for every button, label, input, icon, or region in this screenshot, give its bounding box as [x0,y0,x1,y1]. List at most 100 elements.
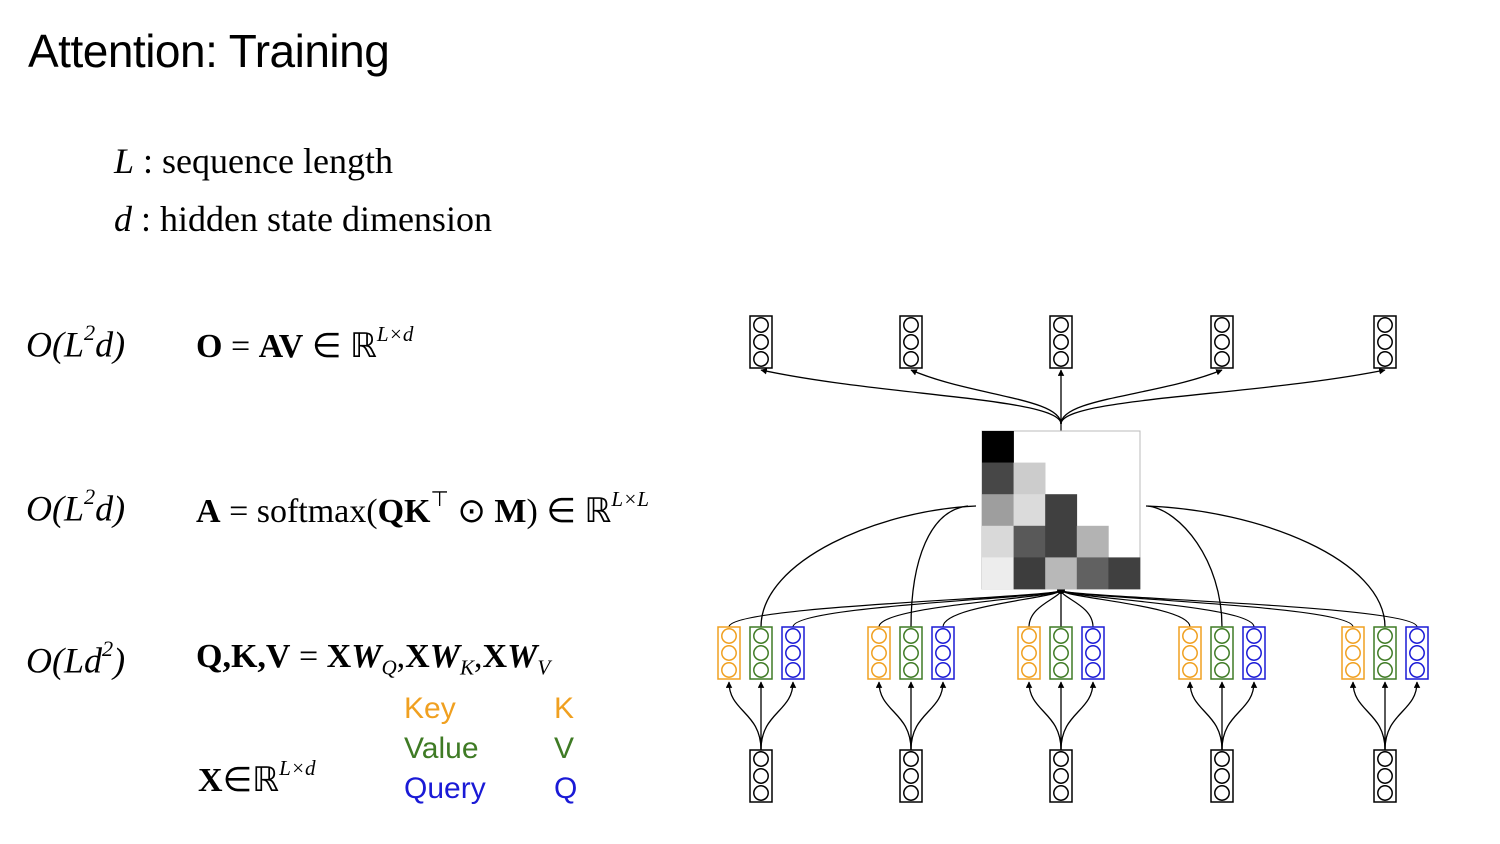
value-node [899,626,923,680]
legend-name: Value [404,732,479,765]
neuron-circle [871,662,887,678]
neuron-circle [903,334,919,350]
neuron-circle [1246,645,1262,661]
neuron-circle [1246,662,1262,678]
projection-arrow [1221,681,1258,751]
projection-arrow [725,681,762,751]
score-line [792,589,1062,628]
eq-operator: ∈ ℝ [537,492,612,530]
eq-symbol: O [196,327,223,365]
neuron-circle [871,628,887,644]
neuron-circle [1214,768,1230,784]
neuron-circle [1377,628,1393,644]
equation-output: O = AV ∈ ℝL×d [196,322,413,366]
complexity-exponent: 2 [102,636,114,661]
value-line [910,505,969,628]
neuron-circle [871,645,887,661]
input-node [1210,749,1234,803]
eq-symbol: W [507,638,538,675]
eq-transpose: ⊤ [430,487,449,511]
neuron-circle [1053,785,1069,801]
neuron-circle [1345,628,1361,644]
legend-key: Key [404,692,456,726]
legend-letter: V [554,732,575,765]
score-line [1060,589,1418,628]
projection-arrow [910,681,947,751]
definition-d-text: : hidden state dimension [132,199,492,239]
neuron-circle [721,645,737,661]
neuron-circle [753,751,769,767]
output-node [1049,315,1073,369]
symbol-L: L [114,141,135,181]
output-arrow [1060,369,1223,425]
neuron-circle [1021,645,1037,661]
attention-cell [1045,557,1078,590]
attention-cell [1013,462,1046,495]
query-node [781,626,805,680]
eq-symbol: X [198,761,223,799]
output-node [1373,315,1397,369]
neuron-circle [1085,662,1101,678]
neuron-circle [903,645,919,661]
output-node [749,315,773,369]
projection-arrow [1060,681,1097,751]
query-node [931,626,955,680]
eq-symbol: X [405,638,430,675]
neuron-circle [935,628,951,644]
neuron-circle [1377,751,1393,767]
legend-query: Query [404,772,486,806]
legend-key-letter: K [554,692,574,726]
attention-cell [1045,494,1078,527]
attention-cell [982,431,1014,463]
neuron-circle [1214,785,1230,801]
neuron-circle [785,662,801,678]
neuron-circle [1377,351,1393,367]
score-line [942,589,1062,628]
neuron-circle [1377,317,1393,333]
neuron-circle [1053,645,1069,661]
eq-operator: , [396,638,406,675]
eq-subscript: K [459,655,475,680]
neuron-circle [903,751,919,767]
score-line [728,589,1062,628]
neuron-circle [1182,628,1198,644]
neuron-circle [1053,334,1069,350]
key-node [867,626,891,680]
equation-input: X∈ℝL×d [198,756,316,800]
complexity-exponent: 2 [84,484,96,509]
score-line [1060,589,1191,628]
neuron-circle [1214,351,1230,367]
output-arrow [760,368,1062,425]
complexity-attention: O(L2d) [26,484,125,530]
neuron-circle [1214,751,1230,767]
neuron-circle [1021,662,1037,678]
neuron-circle [903,351,919,367]
output-arrow [910,369,1062,425]
neuron-circle [1377,334,1393,350]
complexity-output: O(L2d) [26,320,125,366]
eq-operator: = softmax( [220,492,378,530]
output-node [1210,315,1234,369]
value-node [1373,626,1397,680]
complexity-text: ) [113,640,126,681]
neuron-circle [753,317,769,333]
neuron-circle [753,645,769,661]
attention-cell [982,462,1014,495]
score-line [878,589,1062,628]
score-line [1060,589,1255,628]
neuron-circle [753,351,769,367]
legend-value: Value [404,732,479,766]
attention-cell [1013,525,1046,558]
neuron-circle [1053,751,1069,767]
attention-cell [1076,525,1109,558]
attention-cell [1045,525,1078,558]
attention-cell [1108,557,1141,590]
neuron-circle [753,785,769,801]
definition-hidden-dimension: d : hidden state dimension [114,198,492,240]
definition-L-text: : sequence length [134,141,393,181]
value-line [760,505,977,628]
eq-operator: = [222,327,259,365]
slide-title: Attention: Training [28,25,390,77]
neuron-circle [903,317,919,333]
key-node [717,626,741,680]
